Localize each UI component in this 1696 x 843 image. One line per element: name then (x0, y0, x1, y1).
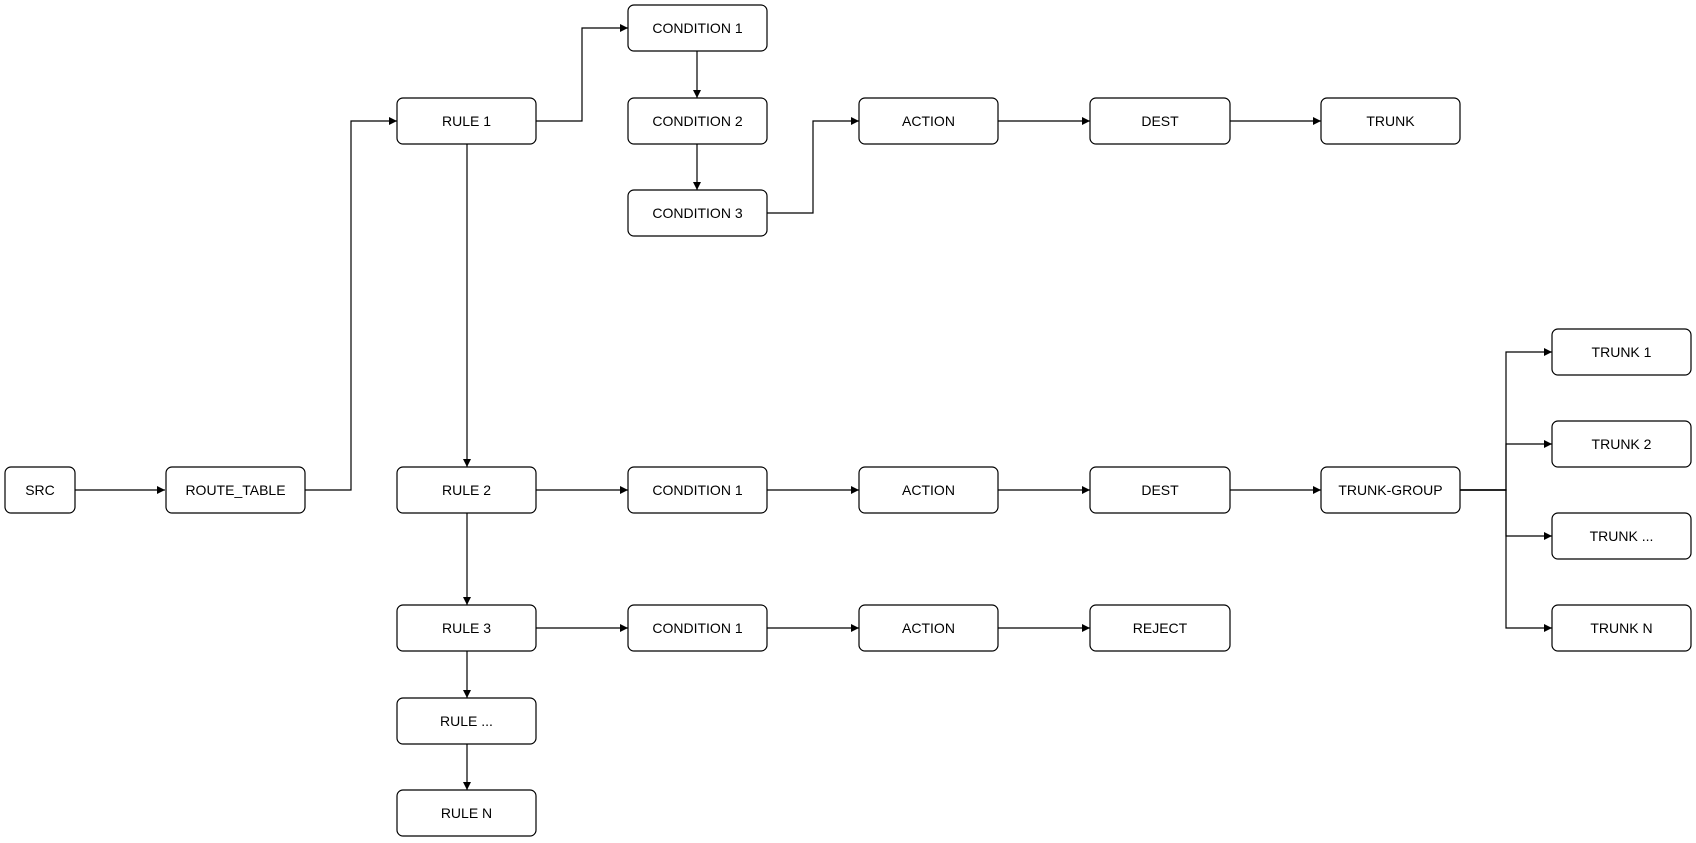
edge-r1-condition3-action (767, 117, 859, 214)
edge-rule1-condition1 (536, 24, 628, 122)
r3-action-node: ACTION (858, 604, 999, 652)
r2-dest-label: DEST (1141, 482, 1179, 498)
r1-condition3-label: CONDITION 3 (652, 205, 742, 221)
r1-action-label: ACTION (902, 113, 955, 129)
r1-condition2-node: CONDITION 2 (627, 97, 768, 145)
r2-trunk-group-label: TRUNK-GROUP (1338, 482, 1442, 498)
r3-action-label: ACTION (902, 620, 955, 636)
trunk-more-label: TRUNK ... (1590, 528, 1654, 544)
r2-dest-node: DEST (1089, 466, 1231, 514)
rule2-label: RULE 2 (442, 482, 491, 498)
trunk2-label: TRUNK 2 (1592, 436, 1652, 452)
src-label: SRC (25, 482, 55, 498)
trunk2-node: TRUNK 2 (1551, 420, 1692, 468)
r2-action-node: ACTION (858, 466, 999, 514)
trunk-n-node: TRUNK N (1551, 604, 1692, 652)
edge-trunk-group-trunk-n (1460, 489, 1552, 632)
r1-trunk-label: TRUNK (1366, 113, 1415, 129)
trunk1-node: TRUNK 1 (1551, 328, 1692, 376)
r2-condition1-label: CONDITION 1 (652, 482, 742, 498)
src-node: SRC (4, 466, 76, 514)
rule1-node: RULE 1 (396, 97, 537, 145)
rule-more-node: RULE ... (396, 697, 537, 745)
rule1-label: RULE 1 (442, 113, 491, 129)
trunk-more-node: TRUNK ... (1551, 512, 1692, 560)
rule2-node: RULE 2 (396, 466, 537, 514)
trunk-n-label: TRUNK N (1590, 620, 1652, 636)
route-table-node: ROUTE_TABLE (165, 466, 306, 514)
r2-condition1-node: CONDITION 1 (627, 466, 768, 514)
edges (75, 24, 1552, 790)
edge-trunk-group-trunk2 (1460, 440, 1552, 491)
r3-reject-label: REJECT (1133, 620, 1188, 636)
rule-n-node: RULE N (396, 789, 537, 837)
r1-trunk-node: TRUNK (1320, 97, 1461, 145)
edge-route-table-rule1 (305, 117, 397, 491)
r1-condition1-node: CONDITION 1 (627, 4, 768, 52)
rule3-label: RULE 3 (442, 620, 491, 636)
r1-condition2-label: CONDITION 2 (652, 113, 742, 129)
rule-n-label: RULE N (441, 805, 492, 821)
route-table-label: ROUTE_TABLE (185, 482, 285, 498)
rule3-node: RULE 3 (396, 604, 537, 652)
r1-dest-node: DEST (1089, 97, 1231, 145)
r3-reject-node: REJECT (1089, 604, 1231, 652)
r1-condition1-label: CONDITION 1 (652, 20, 742, 36)
r1-dest-label: DEST (1141, 113, 1179, 129)
r1-condition3-node: CONDITION 3 (627, 189, 768, 237)
r2-action-label: ACTION (902, 482, 955, 498)
r1-action-node: ACTION (858, 97, 999, 145)
rule-more-label: RULE ... (440, 713, 493, 729)
trunk1-label: TRUNK 1 (1592, 344, 1652, 360)
r3-condition1-node: CONDITION 1 (627, 604, 768, 652)
r3-condition1-label: CONDITION 1 (652, 620, 742, 636)
r2-trunk-group-node: TRUNK-GROUP (1320, 466, 1461, 514)
